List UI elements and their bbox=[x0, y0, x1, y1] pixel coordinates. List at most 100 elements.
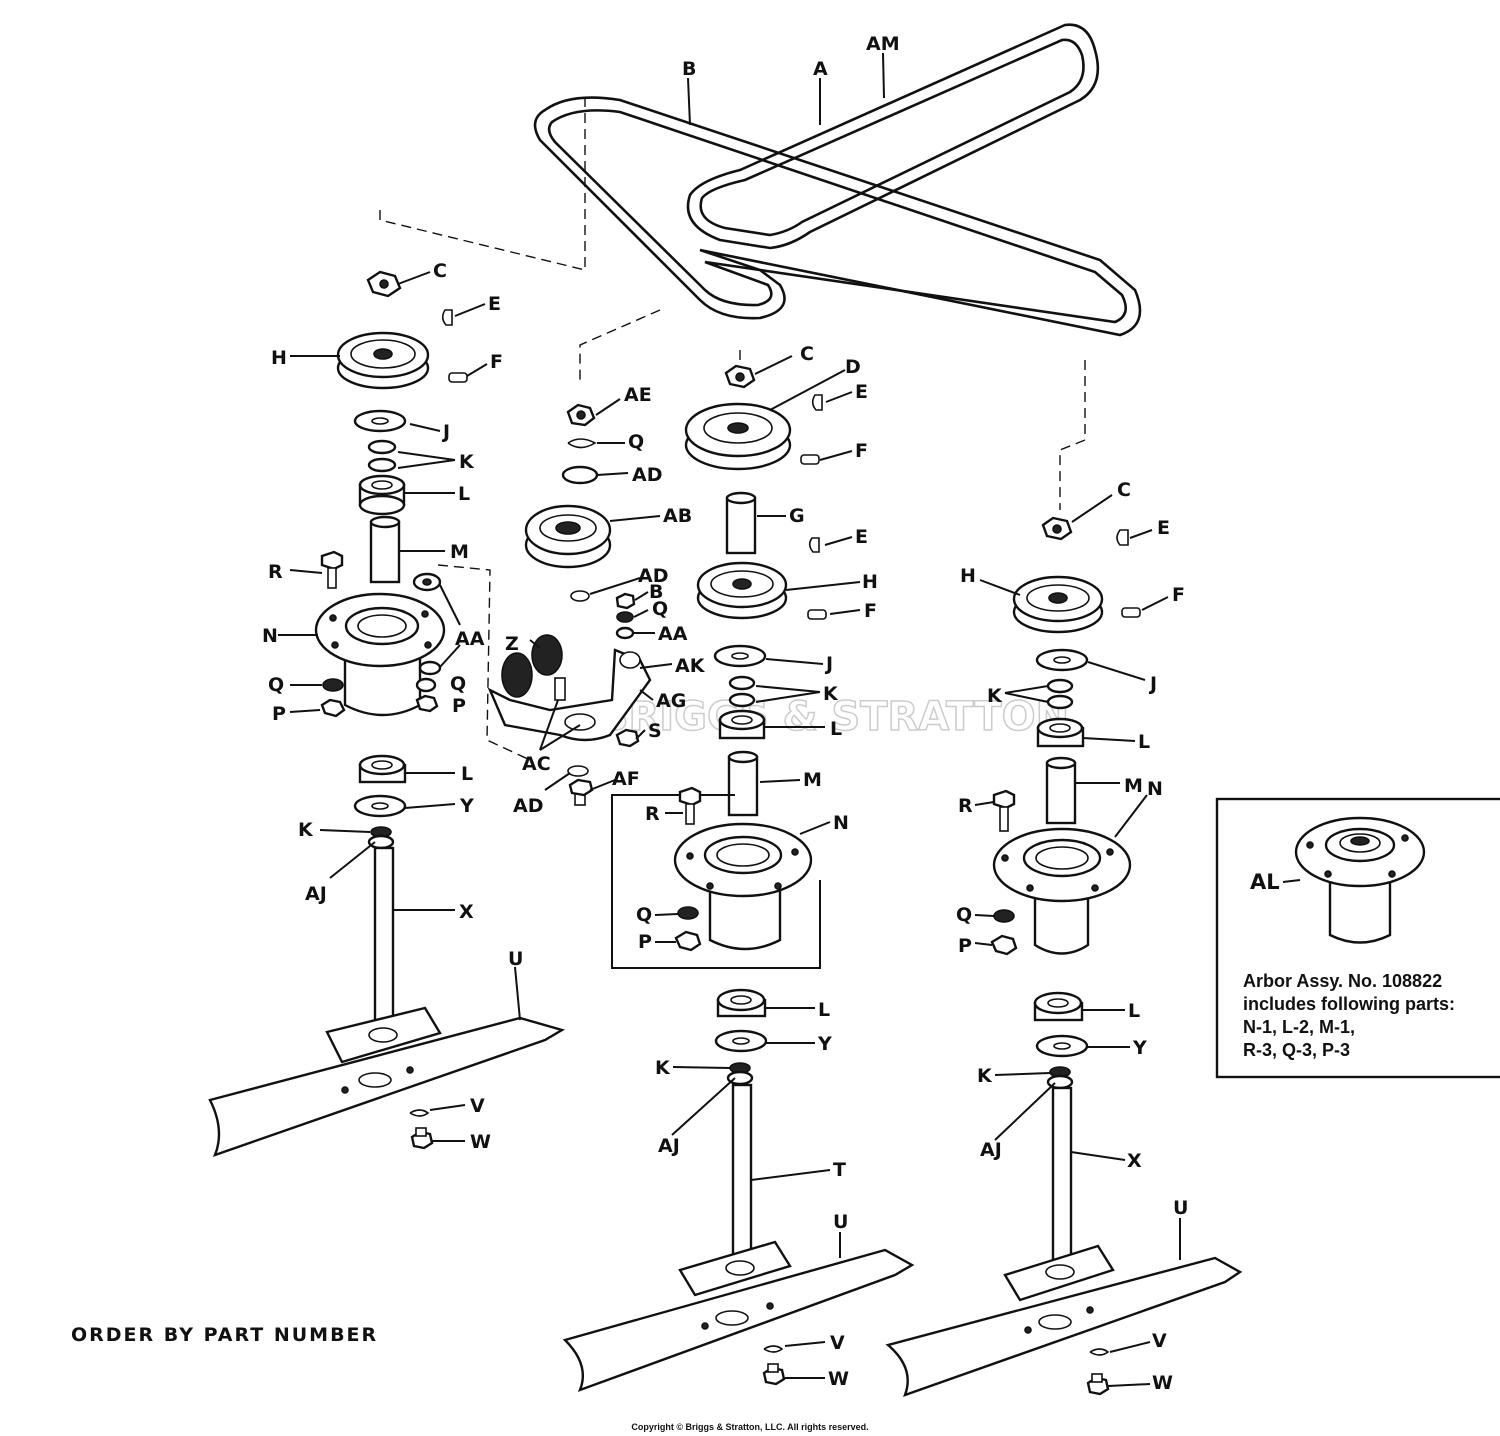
left-spindle-assembly bbox=[208, 270, 566, 1157]
callout-q-4: Q bbox=[652, 598, 668, 620]
idler-assembly bbox=[487, 403, 652, 806]
alignment-line-arbor-left bbox=[437, 564, 531, 761]
callout-g: G bbox=[789, 505, 805, 527]
callout-q-6: Q bbox=[956, 904, 972, 926]
callout-r-3: R bbox=[958, 795, 973, 817]
callout-j: J bbox=[441, 421, 450, 443]
callout-w-3: W bbox=[1152, 1372, 1173, 1394]
callout-a: A bbox=[813, 58, 828, 80]
callout-y: Y bbox=[459, 795, 474, 817]
callout-r-2: R bbox=[645, 803, 660, 825]
callout-p-2: P bbox=[452, 695, 466, 717]
callout-aj-2: AJ bbox=[658, 1135, 680, 1157]
callout-y-2: Y bbox=[817, 1033, 832, 1055]
callout-c-2: C bbox=[800, 343, 814, 365]
arbor-assembly-inset bbox=[1215, 797, 1500, 1079]
arbor-note-line: R-3, Q-3, P-3 bbox=[1243, 1040, 1351, 1060]
callout-d: D bbox=[845, 356, 861, 378]
callout-u: U bbox=[508, 948, 523, 970]
callout-e: E bbox=[488, 293, 501, 315]
callout-e-3: E bbox=[855, 526, 868, 548]
order-by-part-number-note: ORDER BY PART NUMBER bbox=[71, 1324, 379, 1346]
callout-m: M bbox=[450, 541, 469, 563]
callout-c-3: C bbox=[1117, 479, 1131, 501]
belt-a bbox=[686, 23, 1100, 250]
arbor-assembly-note: Arbor Assy. No. 108822 includes followin… bbox=[1243, 970, 1483, 1062]
callout-j-3: J bbox=[1148, 673, 1157, 695]
callout-q-3: Q bbox=[628, 431, 644, 453]
callout-z: Z bbox=[505, 633, 519, 655]
callout-k-4: K bbox=[655, 1057, 671, 1079]
callout-f-2: F bbox=[855, 440, 868, 462]
callout-f: F bbox=[490, 351, 503, 373]
callout-aa-2: AA bbox=[658, 623, 688, 645]
callout-l-2: L bbox=[461, 763, 473, 785]
watermark: BRIGGS & STRATTON bbox=[598, 694, 1069, 740]
callout-p: P bbox=[272, 703, 286, 725]
callout-e-2: E bbox=[855, 381, 868, 403]
callout-n-2: N bbox=[833, 812, 849, 834]
callout-y-3: Y bbox=[1132, 1037, 1147, 1059]
arbor-note-line: N-1, L-2, M-1, bbox=[1243, 1017, 1356, 1037]
copyright-notice: Copyright © Briggs & Stratton, LLC. All … bbox=[631, 1422, 869, 1432]
callout-l-5: L bbox=[1138, 731, 1150, 753]
callout-j-2: J bbox=[824, 653, 833, 675]
right-spindle-assembly bbox=[885, 516, 1243, 1397]
callout-h-2: H bbox=[862, 571, 878, 593]
callout-t: T bbox=[833, 1159, 846, 1181]
callout-k-3: K bbox=[823, 683, 839, 705]
callout-aa: AA bbox=[455, 628, 485, 650]
callout-s: S bbox=[648, 720, 662, 742]
callout-r: R bbox=[268, 561, 283, 583]
callout-n-3: N bbox=[1147, 778, 1163, 800]
callout-b: B bbox=[682, 58, 696, 80]
callout-u-3: U bbox=[1173, 1197, 1188, 1219]
callout-h: H bbox=[271, 347, 287, 369]
callout-v-3: V bbox=[1152, 1330, 1167, 1352]
callout-h-3: H bbox=[960, 565, 976, 587]
callout-p-4: P bbox=[958, 935, 972, 957]
callout-l-3: L bbox=[830, 718, 842, 740]
callout-l-4: L bbox=[818, 999, 830, 1021]
callout-af: AF bbox=[612, 768, 640, 790]
center-spindle-assembly bbox=[562, 364, 915, 1393]
callout-l-6: L bbox=[1128, 1000, 1140, 1022]
arbor-note-line: includes following parts: bbox=[1243, 994, 1456, 1014]
callout-l: L bbox=[458, 483, 470, 505]
callout-n: N bbox=[262, 625, 278, 647]
callout-x-2: X bbox=[1127, 1150, 1142, 1172]
alignment-line-right bbox=[1059, 360, 1086, 510]
callout-k-6: K bbox=[977, 1065, 993, 1087]
alignment-line-center bbox=[579, 309, 661, 380]
alignment-line-left bbox=[379, 95, 586, 271]
callout-aj: AJ bbox=[305, 883, 327, 905]
callout-p-3: P bbox=[638, 931, 652, 953]
callout-ae: AE bbox=[624, 384, 652, 406]
callout-aj-3: AJ bbox=[980, 1139, 1002, 1161]
callout-m-3: M bbox=[1124, 775, 1143, 797]
arbor-note-line: Arbor Assy. No. 108822 bbox=[1243, 971, 1443, 991]
callout-v: V bbox=[470, 1095, 485, 1117]
callout-al: AL bbox=[1250, 870, 1280, 894]
callout-q: Q bbox=[268, 674, 284, 696]
callout-b-2: B bbox=[649, 581, 663, 603]
callout-k-5: K bbox=[987, 685, 1003, 707]
callout-f-4: F bbox=[1172, 584, 1185, 606]
callout-ad-3: AD bbox=[513, 795, 543, 817]
callout-u-2: U bbox=[833, 1211, 848, 1233]
callout-ag: AG bbox=[656, 690, 686, 712]
callout-ac: AC bbox=[522, 753, 551, 775]
callout-labels: B A AM C E H F J K L M R N AA Q Q P P L … bbox=[262, 33, 1280, 1394]
belt-b bbox=[533, 96, 1142, 337]
callout-am: AM bbox=[866, 33, 900, 55]
callout-v-2: V bbox=[830, 1332, 845, 1354]
callout-ad-2: AD bbox=[638, 565, 668, 587]
callout-w-2: W bbox=[828, 1368, 849, 1390]
callout-k: K bbox=[459, 451, 475, 473]
callout-x: X bbox=[459, 901, 474, 923]
callout-e-4: E bbox=[1157, 517, 1170, 539]
callout-q-5: Q bbox=[636, 904, 652, 926]
callout-w: W bbox=[470, 1131, 491, 1153]
callout-q-2: Q bbox=[450, 673, 466, 695]
